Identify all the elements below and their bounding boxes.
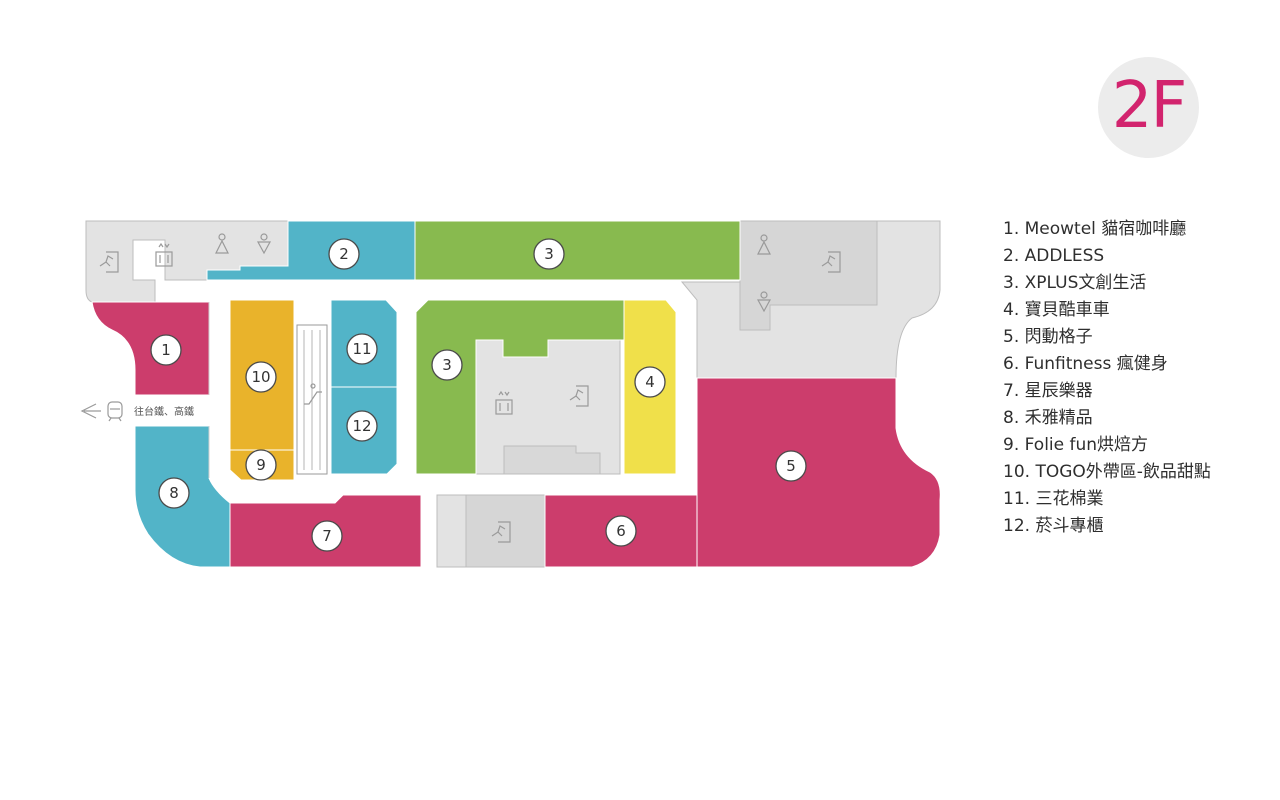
emergency-exit-icon xyxy=(821,251,841,273)
svg-text:6: 6 xyxy=(616,522,626,540)
emergency-exit-icon xyxy=(569,385,589,407)
store-marker-1[interactable]: 1 xyxy=(150,334,182,366)
store-3-top-area[interactable] xyxy=(414,220,741,281)
elevator-icon xyxy=(155,242,173,267)
svg-text:1: 1 xyxy=(161,341,171,359)
store-marker-9[interactable]: 9 xyxy=(245,449,277,481)
emergency-exit-icon xyxy=(99,251,119,273)
train-icon xyxy=(107,401,123,422)
store-marker-4[interactable]: 4 xyxy=(634,366,666,398)
legend-item[interactable]: 12. 菸斗專櫃 xyxy=(1003,516,1104,536)
legend-item[interactable]: 3. XPLUS文創生活 xyxy=(1003,273,1147,293)
legend-item[interactable]: 5. 閃動格子 xyxy=(1003,327,1093,347)
svg-text:3: 3 xyxy=(544,245,554,263)
svg-text:9: 9 xyxy=(256,456,266,474)
svg-text:12: 12 xyxy=(352,417,371,435)
store-5-area[interactable] xyxy=(696,377,941,568)
legend-item[interactable]: 7. 星辰樂器 xyxy=(1003,381,1093,401)
svg-text:7: 7 xyxy=(322,527,332,545)
svg-text:10: 10 xyxy=(251,368,270,386)
svg-text:8: 8 xyxy=(169,484,179,502)
svg-text:4: 4 xyxy=(645,373,655,391)
floor-label: 2F xyxy=(1111,68,1188,143)
svg-text:3: 3 xyxy=(442,356,452,374)
legend-item[interactable]: 4. 寶貝酷車車 xyxy=(1003,300,1110,320)
store-marker-7[interactable]: 7 xyxy=(311,520,343,552)
direction-label: 往台鐵、高鐵 xyxy=(134,405,194,418)
store-marker-6[interactable]: 6 xyxy=(605,515,637,547)
legend-item[interactable]: 10. TOGO外帶區-飲品甜點 xyxy=(1003,462,1211,482)
elevator-icon xyxy=(495,390,513,415)
legend-item[interactable]: 8. 禾雅精品 xyxy=(1003,408,1093,428)
service-areas xyxy=(85,220,941,568)
emergency-exit-icon xyxy=(491,521,511,543)
store-legend: 1. Meowtel 貓宿咖啡廳 2. ADDLESS 3. XPLUS文創生活… xyxy=(1003,216,1211,540)
svg-text:5: 5 xyxy=(786,457,796,475)
direction-train: 往台鐵、高鐵 xyxy=(80,401,194,422)
legend-item[interactable]: 1. Meowtel 貓宿咖啡廳 xyxy=(1003,219,1187,239)
store-marker-5[interactable]: 5 xyxy=(775,450,807,482)
store-marker-11[interactable]: 11 xyxy=(346,333,378,365)
store-marker-8[interactable]: 8 xyxy=(158,477,190,509)
svg-text:2: 2 xyxy=(339,245,349,263)
store-marker-10[interactable]: 10 xyxy=(245,361,277,393)
svg-text:11: 11 xyxy=(352,340,371,358)
female-restroom-icon xyxy=(215,233,229,254)
legend-item[interactable]: 2. ADDLESS xyxy=(1003,246,1105,266)
legend-item[interactable]: 9. Folie fun烘焙方 xyxy=(1003,435,1149,455)
store-marker-3[interactable]: 3 xyxy=(431,349,463,381)
store-marker-12[interactable]: 12 xyxy=(346,410,378,442)
store-marker-3-top[interactable]: 3 xyxy=(533,238,565,270)
male-restroom-icon xyxy=(756,291,772,313)
store-markers: 1 2 3 3 4 5 6 7 8 9 10 11 12 xyxy=(150,238,807,552)
legend-item[interactable]: 6. Funfitness 瘋健身 xyxy=(1003,354,1168,374)
male-restroom-icon xyxy=(256,233,272,255)
arrow-left-icon xyxy=(80,403,101,419)
floor-badge: 2F xyxy=(1098,57,1199,158)
female-restroom-icon xyxy=(757,234,771,255)
escalator-icon xyxy=(296,324,328,475)
legend-item[interactable]: 11. 三花棉業 xyxy=(1003,489,1104,509)
store-marker-2[interactable]: 2 xyxy=(328,238,360,270)
